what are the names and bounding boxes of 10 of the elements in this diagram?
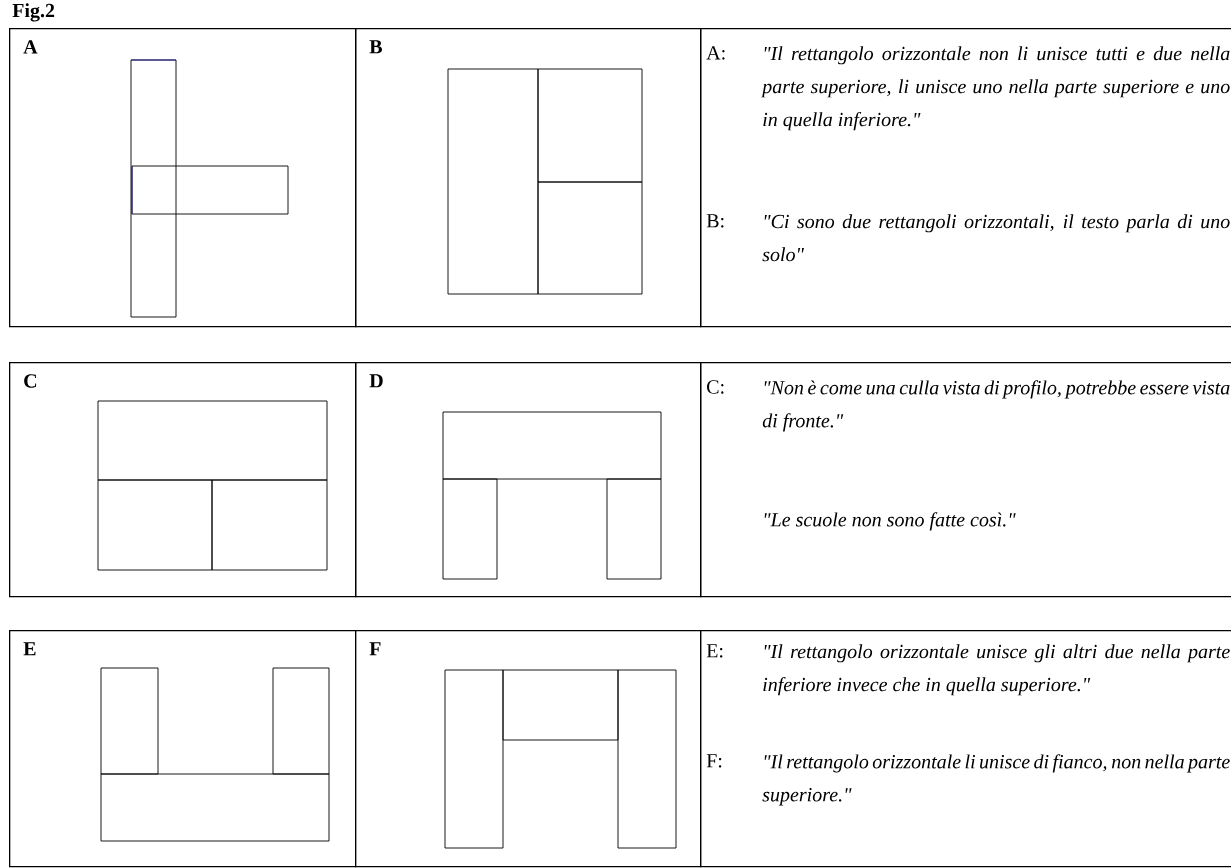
- figure-cell: C: [9, 362, 357, 598]
- figure-cell: D: [355, 362, 702, 598]
- figure-title: Fig.2: [12, 3, 55, 22]
- figure-cell: A: [9, 28, 357, 328]
- comment-cell: E: "Il rettangolo orizzontale unisce gli altri due nella parte inferiore invece che in quella superiore." F: "Il rettangolo orizzontale li unisce di fianco, non nella parte superiore.": [700, 630, 1231, 868]
- figure-cell: B: [355, 28, 702, 328]
- comment-cell: C: "Non è come una culla vista di profilo, potrebbe essere vista di fronte." "Le scuole non sono fatte così.": [700, 362, 1231, 598]
- comment-cell: A: "Il rettangolo orizzontale non li unisce tutti e due nella parte superiore, li unisce uno nella parte superiore e uno in quella inferiore." B: "Ci sono due rettangoli orizzontali, il testo parla di uno solo": [700, 28, 1231, 328]
- figure-cell: E: [9, 630, 357, 868]
- figure-cell: F: [355, 630, 702, 868]
